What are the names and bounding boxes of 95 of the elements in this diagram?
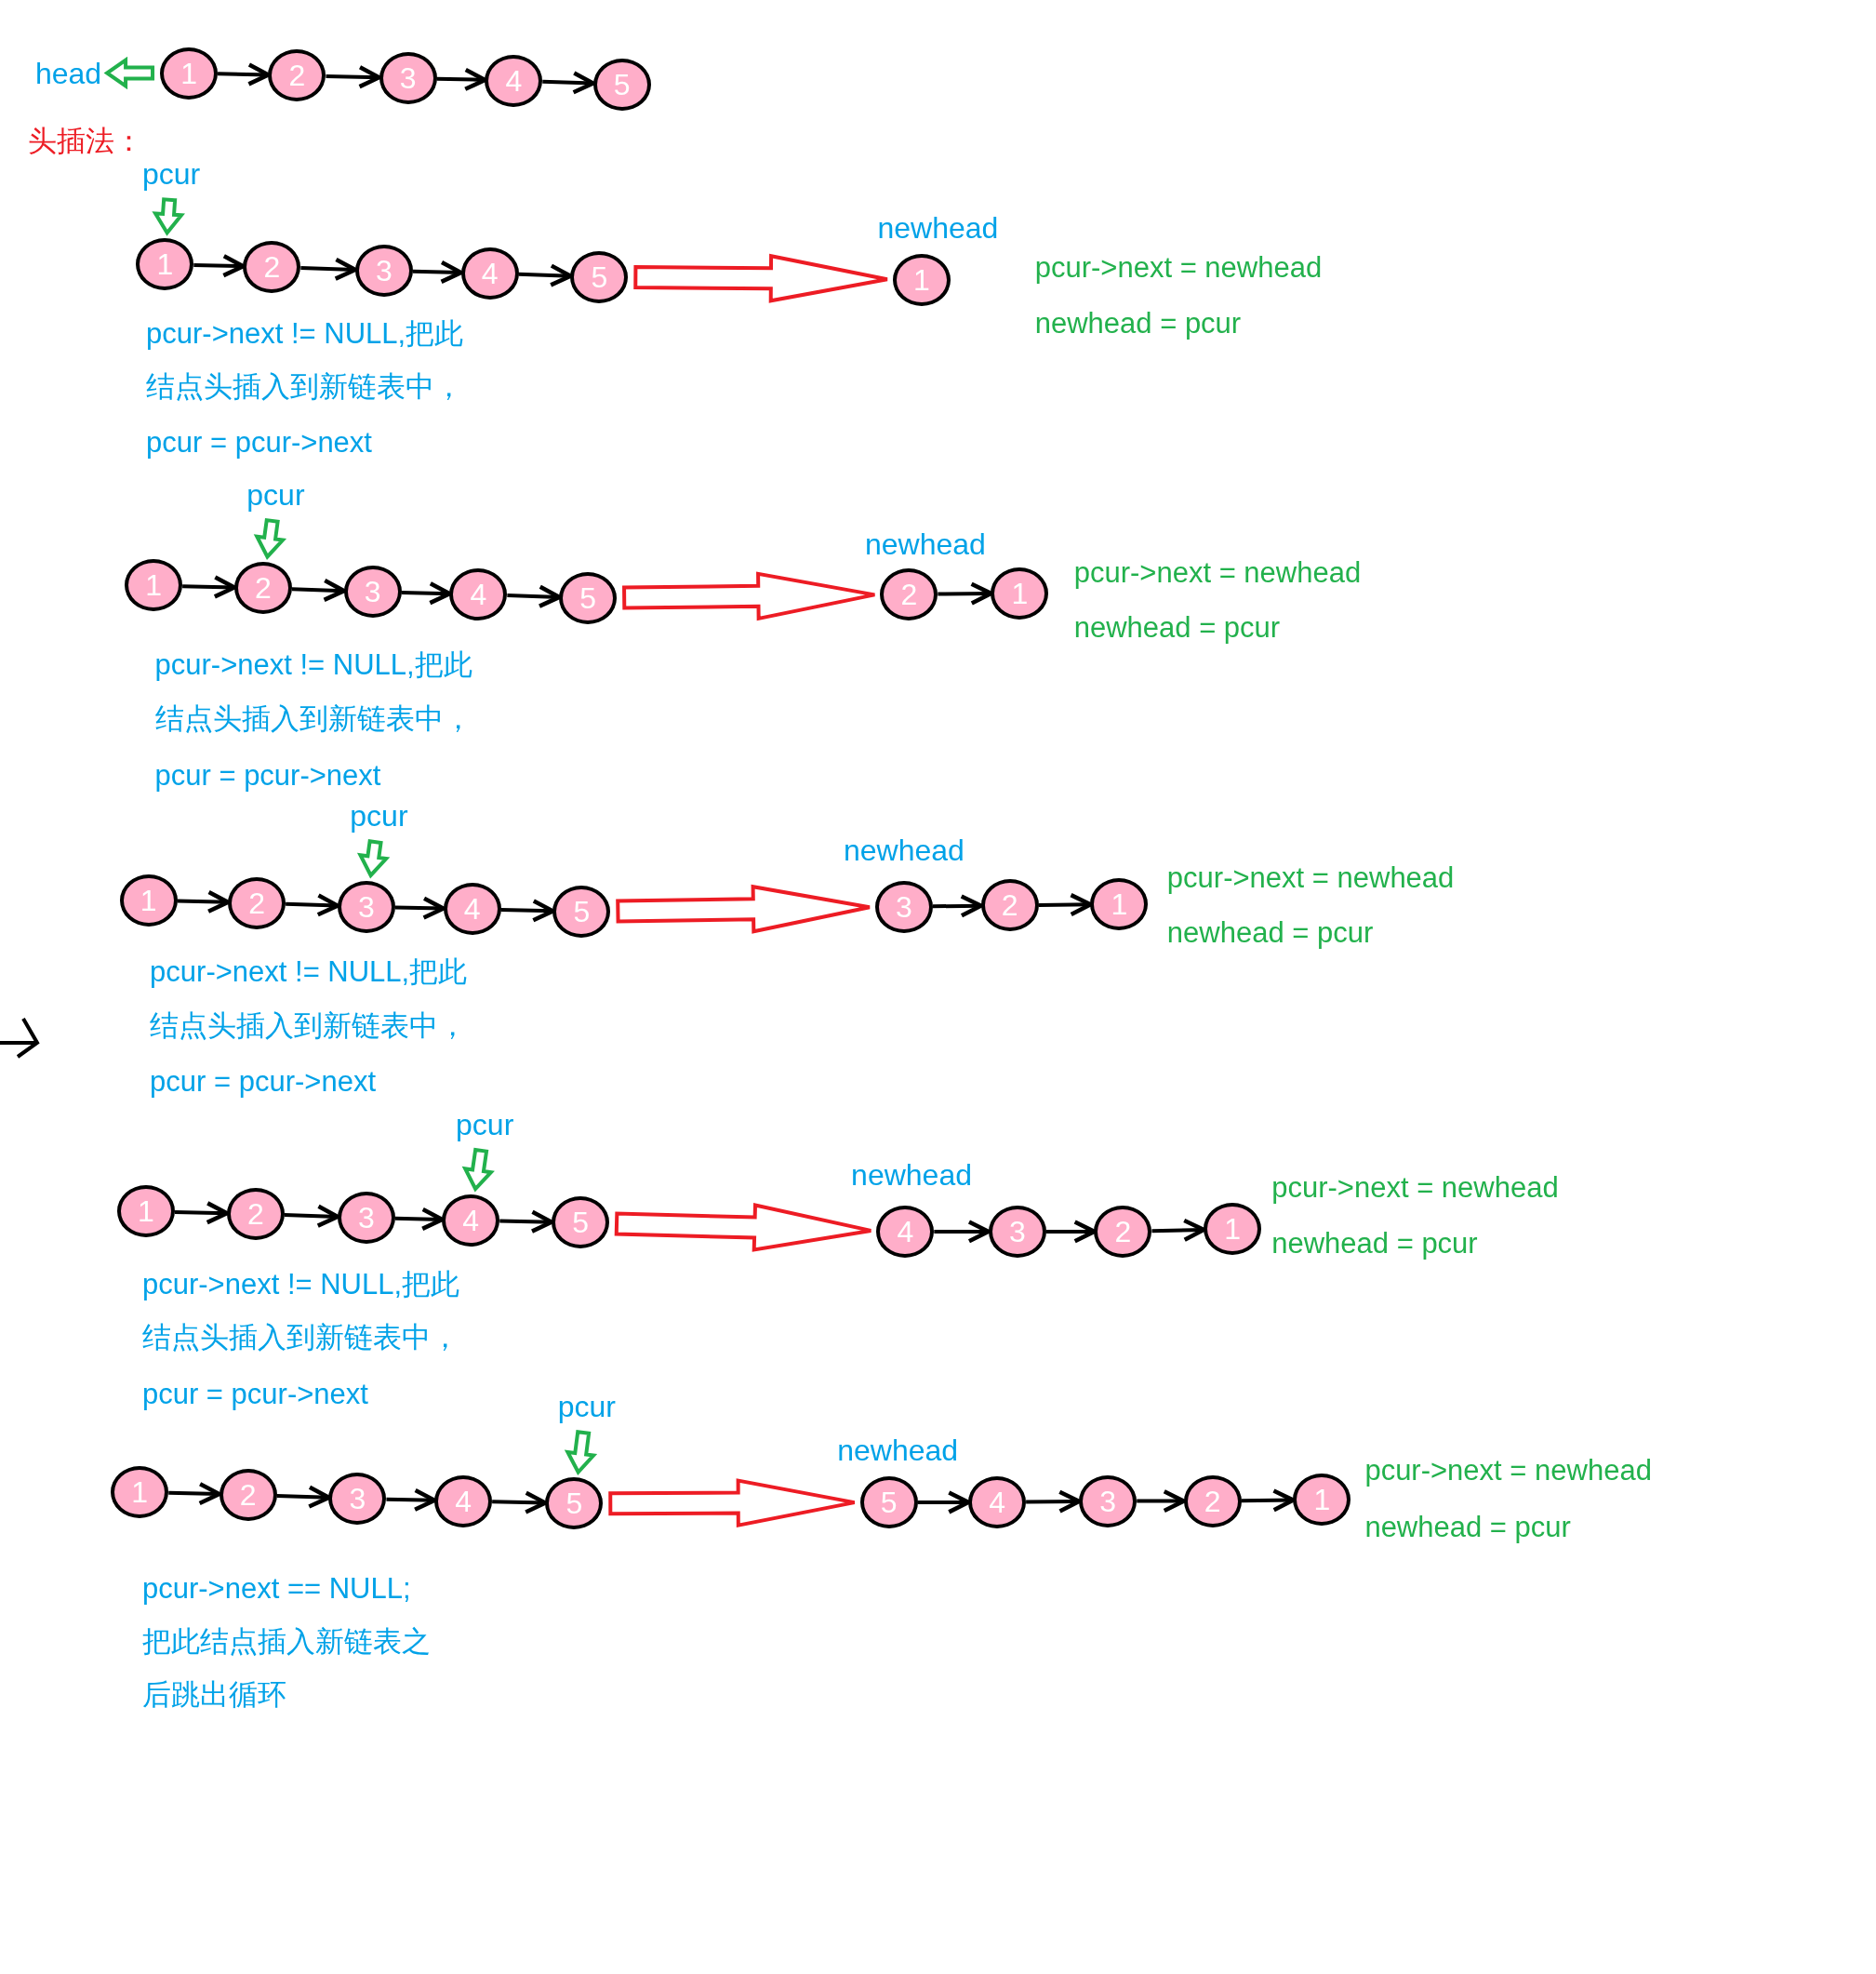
list-node-circle: 5 [552,886,611,939]
list-node-circle: 1 [160,47,219,100]
code-note: pcur->next != NULL,把此 [146,315,464,352]
block-arrow [103,56,155,90]
list-node-circle: 5 [592,58,651,111]
pointer-label: newhead [851,1156,972,1194]
pointer-label: head [34,54,102,92]
list-node-circle: 4 [442,1194,500,1247]
list-node-circle: 5 [570,250,629,303]
code-note: 结点头插入到新链表中， [141,1319,459,1355]
list-node-circle: 3 [328,1472,387,1525]
list-node-circle: 4 [443,883,501,936]
code-note: 把此结点插入新链表之 [141,1624,431,1661]
pointer-label: newhead [877,209,999,247]
block-arrow [633,253,889,303]
list-node-circle: 4 [968,1475,1027,1528]
code-note: pcur = pcur->next [146,425,372,461]
code-note: 结点头插入到新链表中， [146,368,463,405]
block-arrow [461,1147,495,1193]
code-note: pcur->next = newhead [1364,1453,1652,1489]
pointer-label: newhead [843,831,965,869]
list-node-circle: 2 [219,1468,277,1521]
code-note: 结点头插入到新链表中， [150,1008,468,1045]
pointer-label: pcur [350,797,408,835]
list-node-circle: 1 [119,874,178,927]
list-node-circle: 2 [243,240,301,293]
list-node-circle: 3 [379,51,437,104]
list-node-circle: 4 [449,567,508,620]
list-node-circle: 1 [991,567,1049,620]
code-note: pcur->next == NULL; [141,1571,411,1607]
code-note: pcur->next != NULL,把此 [154,647,472,683]
list-node-circle: 2 [226,1187,285,1240]
list-node-circle: 3 [988,1205,1046,1258]
code-note: 后跳出循环 [141,1677,286,1714]
code-note: pcur->next = newhead [1073,554,1362,591]
code-note: 头插法： [27,123,143,159]
list-node-circle: 3 [874,880,933,933]
list-node-circle: 2 [1183,1474,1242,1527]
list-node-circle: 2 [268,49,326,102]
list-node-circle: 4 [876,1205,935,1258]
list-node-circle: 3 [354,245,413,298]
code-note: pcur = pcur->next [150,1063,377,1100]
block-arrow [608,1478,857,1528]
list-node-circle: 2 [1094,1205,1152,1258]
block-arrow [616,884,871,934]
code-note: pcur = pcur->next [154,757,381,794]
block-arrow [356,839,391,879]
list-node-circle: 2 [228,876,286,929]
list-node-circle: 5 [545,1477,604,1530]
code-note: pcur->next != NULL,把此 [150,954,468,991]
list-node-circle: 5 [559,572,618,624]
list-node-circle: 1 [1090,877,1149,930]
list-node-circle: 4 [485,54,543,107]
code-note: pcur->next = newhead [1166,860,1455,896]
list-node-circle: 1 [1204,1203,1262,1256]
code-note: newhead = pcur [1034,305,1242,341]
list-node-circle: 2 [980,879,1039,932]
code-note: newhead = pcur [1271,1226,1478,1262]
list-node-circle: 1 [117,1185,175,1238]
pointer-label: pcur [456,1105,514,1143]
code-note: pcur = pcur->next [141,1376,368,1412]
block-arrow [622,571,877,621]
list-node-circle: 1 [136,238,194,291]
code-note: pcur->next != NULL,把此 [141,1266,460,1302]
list-node-circle: 1 [111,1466,169,1519]
block-arrow [152,197,185,236]
list-node-circle: 3 [337,1192,395,1244]
list-node-circle: 5 [552,1196,610,1249]
code-note: newhead = pcur [1364,1510,1571,1545]
pointer-label: newhead [865,525,986,563]
list-node-circle: 4 [434,1474,493,1527]
code-note: pcur->next = newhead [1271,1169,1559,1206]
list-node-circle: 5 [859,1475,918,1528]
code-note: 结点头插入到新链表中， [154,700,472,737]
pointer-label: pcur [557,1388,616,1426]
list-node-circle: 4 [460,247,519,300]
pointer-arrow [291,578,346,603]
list-node-circle: 1 [892,253,951,306]
block-arrow [253,517,287,560]
code-note: pcur->next = newhead [1034,250,1323,287]
pointer-label: pcur [141,154,201,193]
block-arrow [564,1430,598,1475]
list-node-circle: 1 [125,559,183,612]
list-node-circle: 3 [1079,1474,1138,1527]
list-node-circle: 1 [1293,1474,1351,1527]
list-node-circle: 3 [343,566,402,619]
code-note: newhead = pcur [1166,915,1374,952]
pointer-label: newhead [837,1432,959,1470]
code-note: newhead = pcur [1073,610,1281,647]
pointer-label: pcur [246,476,305,514]
list-node-circle: 2 [880,567,938,620]
pointer-arrow [542,71,595,95]
block-arrow [614,1203,873,1252]
list-node-circle: 3 [337,880,395,933]
list-node-circle: 2 [233,562,292,615]
